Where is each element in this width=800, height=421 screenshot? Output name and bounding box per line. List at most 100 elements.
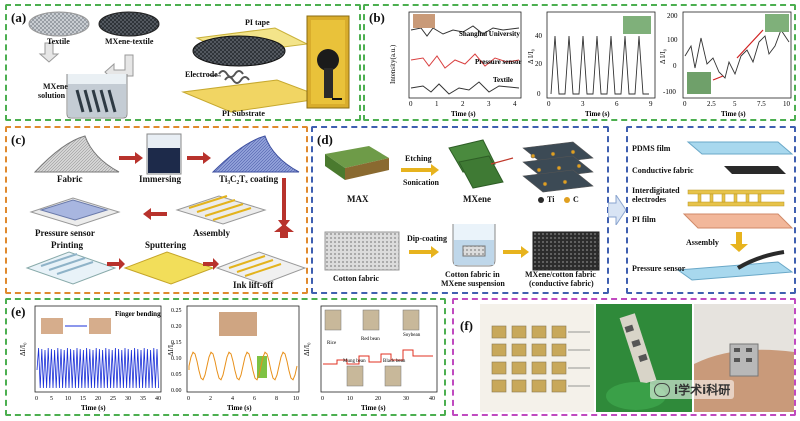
plot-e2-xtick: 4 [231,396,234,402]
plot2-xtick: 0 [547,100,551,108]
label-electrode: Electrode [185,70,218,79]
plot-e1-xtick: 25 [110,396,116,402]
label-fabric: Fabric [57,174,83,184]
plot-e1-xlabel: Time (s) [81,404,106,412]
plot3-ytick: 100 [667,36,678,44]
plot3-xtick: 2.5 [707,100,716,108]
plot-e3-xtick: 0 [321,396,324,402]
conductive-fabric-layer [724,166,786,174]
plot-e1-xtick: 15 [80,396,86,402]
panel-d-label: (d) [317,132,333,147]
plot3-xtick: 5 [733,100,737,108]
label-textile: Textile [47,37,70,46]
plot1-xticks: 0 1 2 3 4 [409,100,517,108]
sputtering-device [123,251,215,285]
trace-periodic [550,35,649,95]
atomic-structure [522,141,594,193]
ink-liftoff-device [215,251,306,285]
trace-irregular [684,29,790,79]
panel-e-plot1: ΔI/I₀ Finger bending 0 5 10 15 20 25 30 … [19,305,162,412]
arrow-immersing-coating [187,152,211,164]
plot1-xlabel: Time (s) [451,110,476,118]
label-etching: Etching [405,154,432,163]
label-cotton-fabric: Cotton fabric [333,274,379,283]
arrow-sputtering-liftoff [203,258,219,270]
label-cotton-in-2: MXene suspension [441,279,505,288]
panel-e-label: (e) [11,304,26,319]
assembled-pressure-sensor [676,261,794,281]
plot2-ytick: 40 [535,32,543,40]
plot-e2-ytick: 0.05 [171,372,182,378]
plot1-xtick: 1 [435,100,439,108]
plot-e2-ytick: 0.10 [171,356,182,362]
c-atom-legend [564,197,570,203]
panel-a-illustration [28,11,350,119]
photo-inset-top [765,14,789,32]
label-ink-liftoff: Ink lift-off [233,280,274,290]
label-dip-coating: Dip-coating [407,234,447,243]
plot3-xlabel: Time (s) [721,110,746,118]
plot-e2-ylabel: ΔI/I₀ [167,342,175,356]
annotation-red-bean: Red bean [361,337,380,342]
watermark-text: i学术i科研 [674,383,731,397]
interdigitated-electrodes [687,189,785,207]
legend-shanghai-university: Shanghai University [459,30,520,38]
plot-e2-xtick: 8 [275,396,278,402]
plot3-ytick: -100 [663,88,676,96]
plot-e1-xtick: 20 [95,396,101,402]
bean-photo-mung [346,365,364,387]
trace-pressure-sensor [410,53,520,69]
plot2-ytick: 20 [535,60,543,68]
chat-bubble-icon [654,382,670,397]
plot-e2-xtick: 0 [187,396,190,402]
label-ti: Ti [547,195,555,204]
panel-f: (f) [452,298,796,416]
arrow-dip-coating [409,246,439,258]
panel-e-plot3: ΔI/I₀ Rice Red bean Soybean Mung bean Bl… [303,305,438,412]
plot-e1-title: Finger bending [115,310,161,318]
panel-b-label: (b) [369,10,385,25]
label-sputtering: Sputtering [145,240,187,250]
plot3-ytick: 0 [673,62,677,70]
coated-fabric-sheet [211,135,300,173]
arrow-d-to-device [608,195,626,225]
label-assembly-d2: Assembly [686,238,719,247]
label-mxene: MXene [463,194,491,204]
trace-textile [410,81,520,95]
arrow-etching [401,164,439,176]
conductive-fabric-swatch [532,231,600,271]
arrow-assembly-down [730,232,748,252]
label-mxene-solution-1: MXene [43,82,68,91]
arrow-fabric-immersing [119,152,143,164]
label-pressure-sensor-d2: Pressure sensor [632,264,686,273]
pi-film [682,213,794,229]
label-conductive: Conductive fabric [632,166,694,175]
trace-wrist [188,351,298,381]
photo-inset-bottom [687,72,711,94]
plot-e1-xtick: 40 [155,396,161,402]
label-sonication: Sonication [403,178,440,187]
pdms-film [686,141,794,155]
plot-e1-xtick: 0 [35,396,38,402]
panel-d: (d) [311,126,609,294]
panel-d2: PDMS film Conductive fabric Interdigitat… [626,126,796,294]
panel-e: (e) ΔI/I₀ Finger bending 0 5 10 15 20 25… [5,298,446,416]
plot-e1-ylabel: ΔI/I₀ [19,342,27,356]
panel-c: (c) [5,126,308,294]
panel-e-plot2: ΔI/I₀ 0.00 0.05 0.10 0.15 0.20 0.25 0 2 … [167,305,300,412]
plot3-xtick: 10 [783,100,791,108]
mxene-textile-sensing [192,35,286,67]
bean-photo-rice [324,309,342,331]
hand-photo-right [89,318,111,334]
label-interdig-2: electrodes [632,195,667,204]
arrow-liftoff-to-assembly [274,224,294,238]
max-block [325,146,389,168]
plot-e2-ytick: 0.25 [171,308,182,314]
plot3-xtick: 7.5 [757,100,766,108]
textile-disc [28,11,90,37]
annotation-black-bean: Black bean [383,359,406,364]
label-printing: Printing [51,240,84,250]
plot3-xtick: 0 [683,100,687,108]
bean-photo-red [362,309,380,331]
plot-e3-xtick: 30 [403,396,409,402]
